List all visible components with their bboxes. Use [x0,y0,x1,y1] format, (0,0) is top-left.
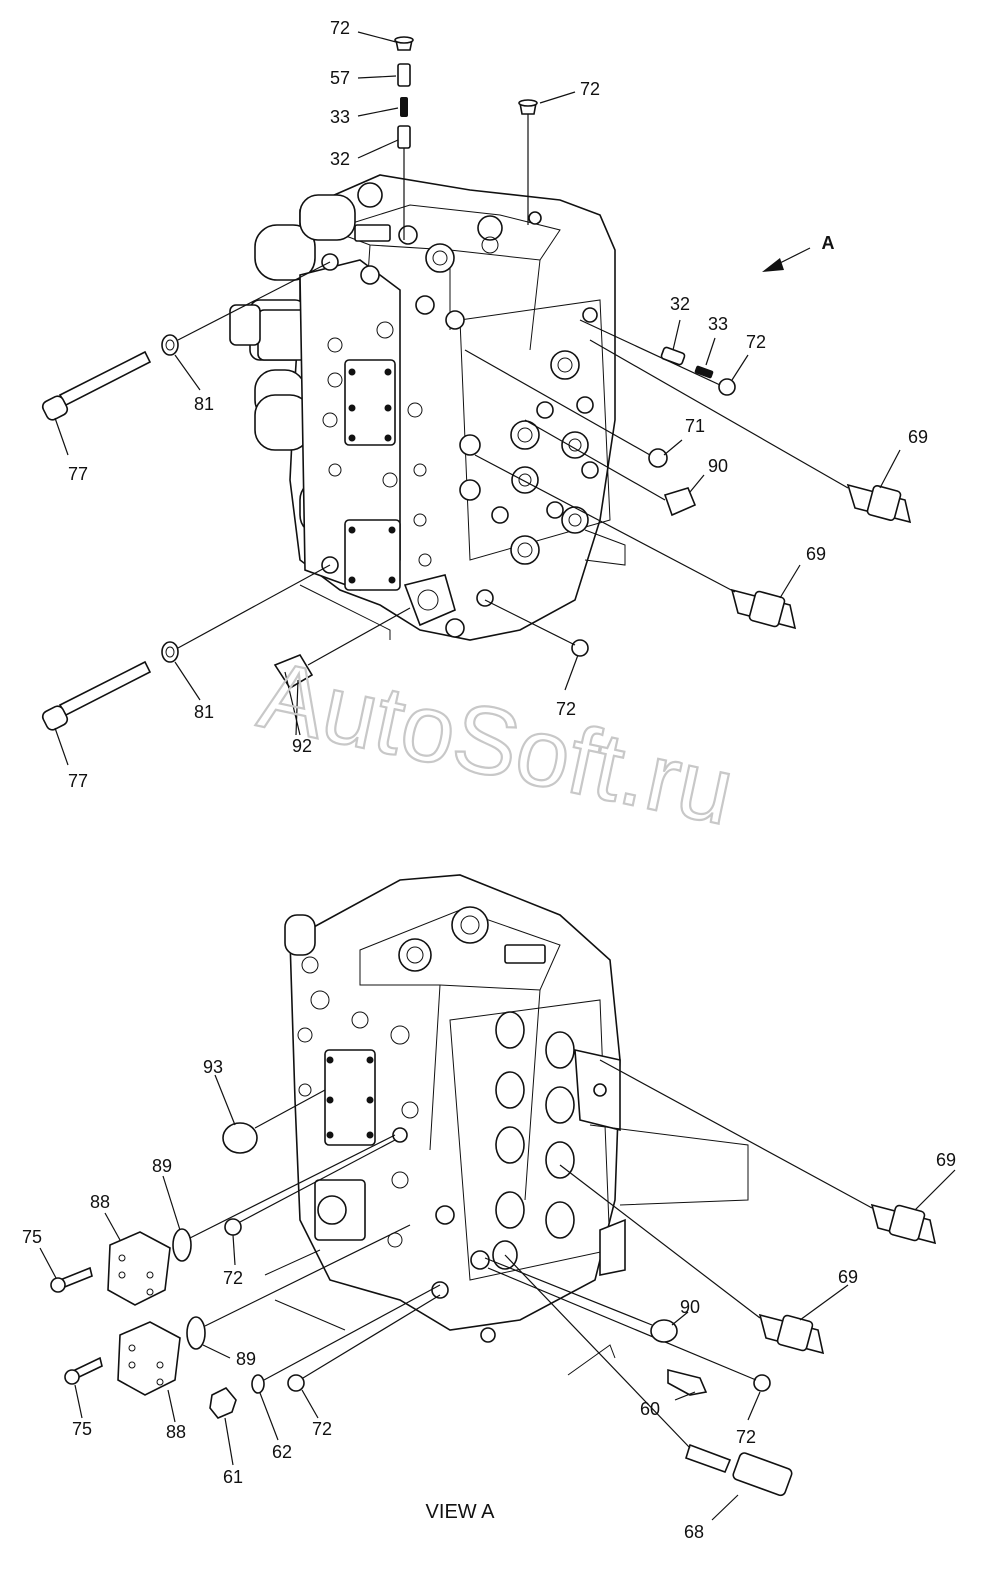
callout-71-c71: 71 [685,416,705,436]
callout-75-c75a: 75 [22,1227,42,1247]
view-a-label: VIEW A [426,1501,496,1523]
callout-88-c88a: 88 [90,1192,110,1212]
callout-89-c89a: 89 [152,1156,172,1176]
watermark: AutoSoft.ru [251,641,743,846]
top-leader-lines [54,31,901,766]
right-face-ports [459,299,611,565]
bolt-77-upper [41,350,152,421]
callout-81-c81a: 81 [194,394,214,414]
callout-69-c69d: 69 [838,1267,858,1287]
callout-72-c72f: 72 [312,1419,332,1439]
sensor-69-view-a-upper [870,1203,937,1245]
callout-A-cA: A [822,233,835,253]
top-exploded-parts [41,36,912,731]
callout-72-c72e: 72 [223,1268,243,1288]
callout-61-c61: 61 [223,1467,243,1487]
bottom-exploded-parts [50,1059,937,1497]
top-valve-assembly [229,174,616,641]
callout-62-c62: 62 [272,1442,292,1462]
callout-77-c77a: 77 [68,464,88,484]
callout-77-c77b: 77 [68,771,88,791]
callout-93-c93: 93 [203,1057,223,1077]
callout-33-c33a: 33 [330,107,350,127]
left-face-plate [299,259,432,591]
callout-32-c32b: 32 [670,294,690,314]
plate-88-upper [107,1231,171,1306]
callout-72-c72b: 72 [580,79,600,99]
bolt-77-lower [41,660,152,731]
sensor-69-view-a-lower [758,1313,825,1355]
callout-89-c89b: 89 [236,1349,256,1369]
callout-72-c72d: 72 [556,699,576,719]
callout-57-c57: 57 [330,68,350,88]
callout-60-c60: 60 [640,1399,660,1419]
callout-90-c90b: 90 [680,1297,700,1317]
callout-72-c72g: 72 [736,1427,756,1447]
sensor-69-upper [846,483,912,524]
sensor-69-lower [730,588,797,630]
callout-75-c75b: 75 [72,1419,92,1439]
bottom-valve-assembly [284,874,626,1343]
callout-72-c72c: 72 [746,332,766,352]
callout-90-c90a: 90 [708,456,728,476]
callout-32-c32a: 32 [330,149,350,169]
callout-69-c69b: 69 [806,544,826,564]
callout-72-c72a: 72 [330,18,350,38]
callout-88-c88b: 88 [166,1422,186,1442]
callout-68-c68: 68 [684,1522,704,1542]
port-column [435,999,626,1343]
callout-92-c92: 92 [292,736,312,756]
callout-81-c81b: 81 [194,702,214,722]
bottom-leader-lines [39,1074,956,1521]
callout-69-c69c: 69 [936,1150,956,1170]
plate-88-lower [117,1321,181,1396]
callout-33-c33b: 33 [708,314,728,334]
view-arrow-a [762,247,811,272]
callout-69-c69a: 69 [908,427,928,447]
callout-labels-bottom: 93 69 89 88 75 72 69 90 89 60 75 88 72 72 62 61 68 [22,1057,956,1542]
sensor-68 [685,1443,793,1497]
